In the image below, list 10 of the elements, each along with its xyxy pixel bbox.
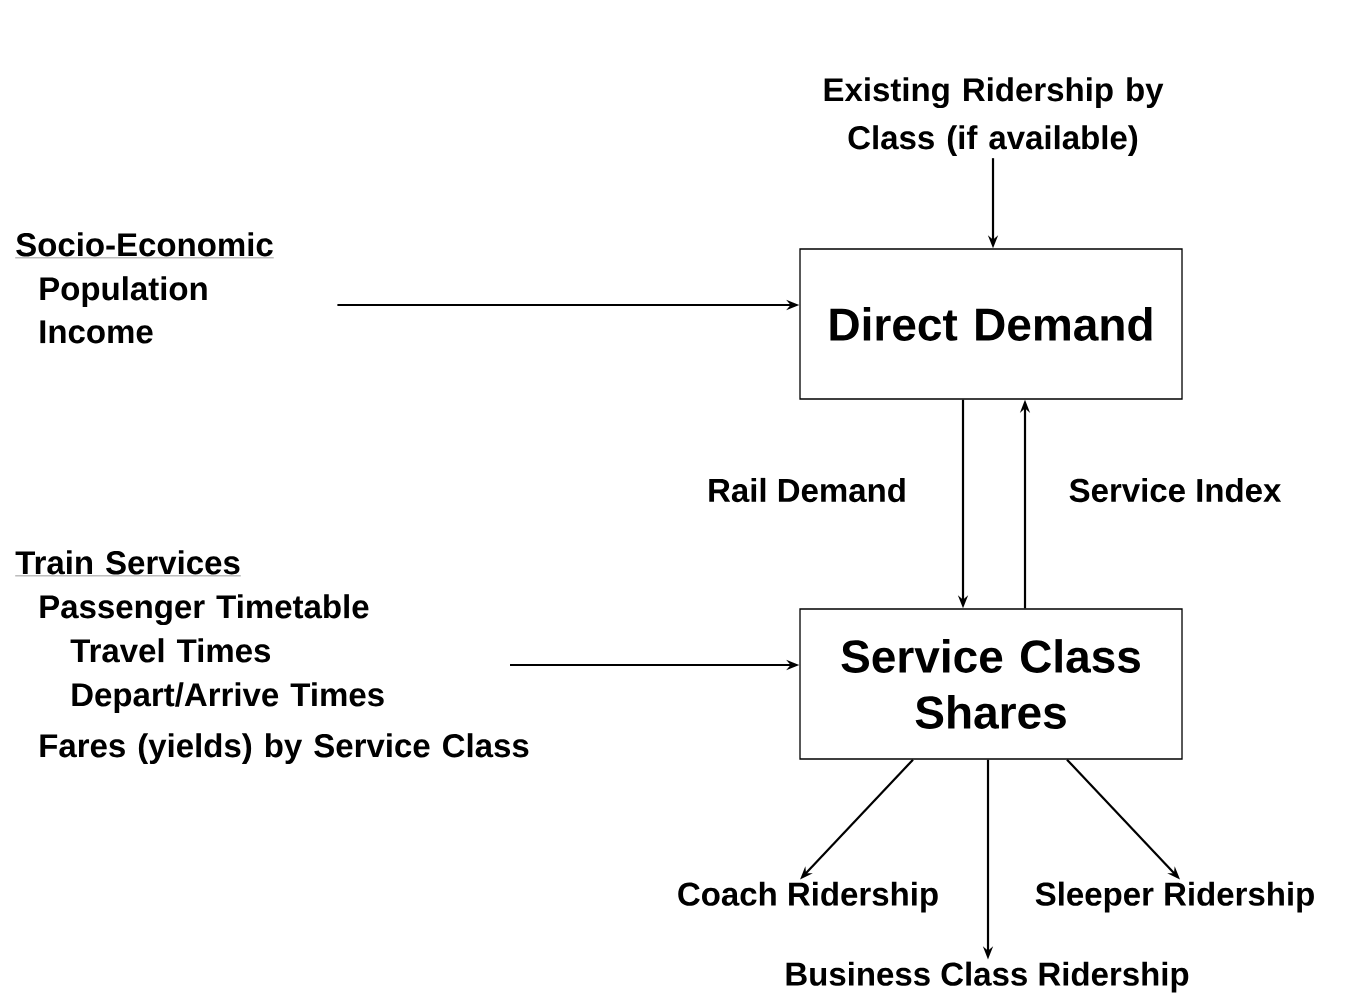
output-text: Business Class Ridership [786,961,1189,993]
edge-label: Rail Demand [705,475,909,505]
input-list: Train Services Passenger Timetable Travel Times Depart/Arrive Times Fares (yields) by Service Class [15,550,529,764]
process-box: Service Class Shares [799,608,1183,760]
output-text: Sleeper Ridership [1035,881,1314,913]
input-list: Socio-Economic Population Income [15,232,274,344]
input-text: Existing Ridership by Class (if available) [824,77,1164,156]
edge-label: Service Index [1066,475,1284,505]
process-box: Direct Demand [799,248,1183,400]
output-text: Coach Ridership [678,881,938,913]
